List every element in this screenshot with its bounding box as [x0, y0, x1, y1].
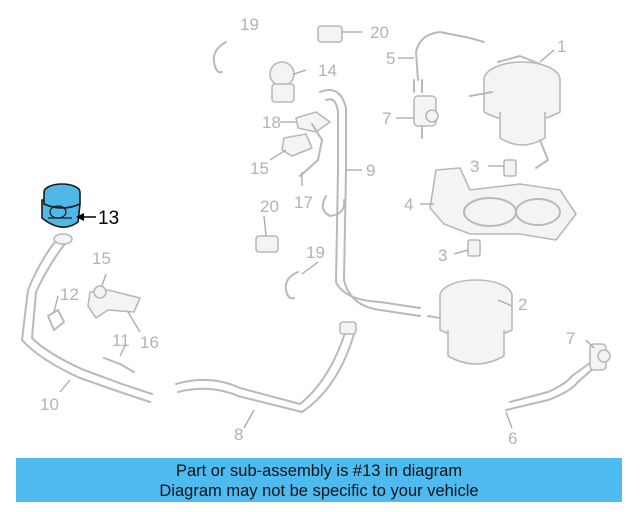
parts-diagram: 1 2 3 3 4 5 6 7 7 8 9 10 11 12 13 14 15 … [21, 15, 611, 448]
part-gasket-15-left [93, 285, 107, 299]
callout-3-upper: 3 [470, 157, 479, 176]
callout-15-centre: 15 [250, 159, 269, 178]
callout-3-lower: 3 [438, 246, 447, 265]
part-bracket-12 [47, 309, 65, 331]
part-bracket-4 [429, 167, 577, 241]
callout-15-left: 15 [92, 249, 111, 268]
callout-5: 5 [386, 49, 395, 68]
part-bracket-11 [103, 357, 135, 373]
callout-19-top: 19 [240, 15, 259, 34]
callout-14: 14 [318, 61, 337, 80]
part-valve-7-lower [589, 343, 611, 371]
part-valve-7-top [413, 95, 439, 139]
part-valve-14 [269, 61, 295, 103]
part-13-highlighted [41, 183, 81, 228]
part-sensor-20-mid [255, 235, 279, 253]
callout-4: 4 [404, 195, 413, 214]
part-pipe-9 [319, 89, 421, 317]
callout-labels: 1 2 3 3 4 5 6 7 7 8 9 10 11 12 13 14 15 … [40, 15, 575, 448]
leader-lines [53, 31, 595, 429]
banner-line-part-number: Part or sub-assembly is #13 in diagram [175, 462, 463, 480]
callout-6: 6 [508, 429, 517, 448]
callout-8: 8 [234, 425, 243, 444]
part-hose-10 [21, 237, 151, 403]
part-gasket-15-centre [281, 133, 313, 157]
part-air-pump-1 [469, 55, 561, 169]
callout-20-top: 20 [370, 23, 389, 42]
callout-17: 17 [294, 193, 313, 212]
callout-7-upper: 7 [382, 109, 391, 128]
callout-9: 9 [366, 161, 375, 180]
callout-16: 16 [140, 333, 159, 352]
callout-18: 18 [262, 113, 281, 132]
part-hose-8 [175, 329, 347, 405]
part-gasket-18 [295, 111, 331, 133]
part-sensor-3-lower [467, 239, 481, 257]
banner-line-disclaimer: Diagram may not be specific to your vehi… [159, 482, 479, 500]
part-pump-2 [427, 279, 513, 365]
part-clip-19-mid [284, 271, 299, 300]
part-clip-19-top [212, 41, 227, 74]
callout-20-mid: 20 [260, 197, 279, 216]
part-sensor-3-upper [503, 159, 517, 177]
part-hose-5 [415, 31, 485, 81]
info-banner: Part or sub-assembly is #13 in diagram D… [16, 458, 622, 502]
callout-10: 10 [40, 395, 59, 414]
part-hose-6 [509, 359, 595, 403]
callout-11: 11 [112, 331, 130, 350]
callout-13: 13 [98, 208, 119, 229]
callout-12: 12 [60, 285, 79, 304]
part-pipe-17 [299, 123, 323, 177]
callout-1: 1 [557, 37, 566, 56]
callout-7-lower: 7 [566, 329, 575, 348]
callout-2: 2 [518, 295, 527, 314]
callout-19-mid: 19 [306, 243, 325, 262]
part-sensor-20-top [317, 25, 343, 43]
